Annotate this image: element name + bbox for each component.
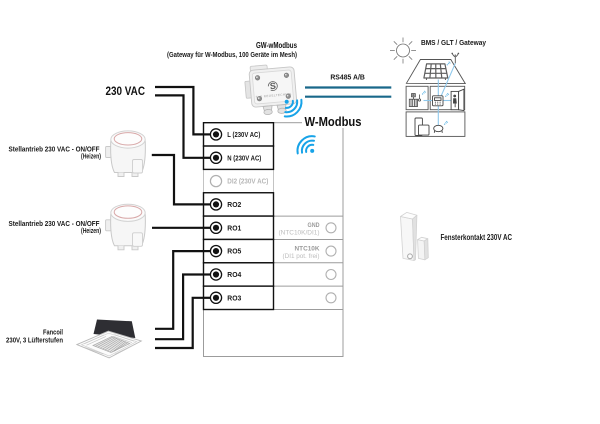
svg-text:BMS / GLT / Gateway: BMS / GLT / Gateway: [421, 38, 487, 47]
svg-text:N (230V AC): N (230V AC): [227, 153, 261, 162]
svg-text:Fensterkontakt 230V AC: Fensterkontakt 230V AC: [441, 233, 513, 242]
svg-text:RO2: RO2: [227, 200, 241, 209]
svg-text:RO3: RO3: [227, 293, 241, 302]
svg-text:(Heizen): (Heizen): [81, 228, 101, 235]
svg-text:RO5: RO5: [227, 247, 241, 256]
svg-text:Stellantrieb 230 VAC - ON/OFF: Stellantrieb 230 VAC - ON/OFF: [9, 219, 100, 228]
svg-text:RO1: RO1: [227, 223, 241, 232]
svg-text:L (230V AC): L (230V AC): [227, 130, 260, 139]
svg-text:S: S: [269, 81, 276, 91]
svg-text:RO4: RO4: [227, 270, 242, 279]
svg-text:NTC10K: NTC10K: [295, 245, 320, 252]
svg-text:(Gateway für W-Modbus, 100 Ger: (Gateway für W-Modbus, 100 Geräte im Mes…: [167, 50, 298, 59]
svg-text:(Heizen): (Heizen): [81, 153, 101, 160]
svg-text:230 VAC: 230 VAC: [106, 86, 146, 98]
svg-text:GW-wModbus: GW-wModbus: [256, 41, 298, 50]
svg-text:GND: GND: [308, 222, 320, 229]
svg-text:DI2 (230V AC): DI2 (230V AC): [227, 177, 268, 186]
svg-text:S+S REGELTECHNIK: S+S REGELTECHNIK: [255, 92, 291, 99]
svg-text:230V, 3 Lüfterstufen: 230V, 3 Lüfterstufen: [6, 336, 63, 345]
svg-text:(DI1 pot. frei): (DI1 pot. frei): [283, 253, 320, 260]
svg-text:(NTC10K/DI1): (NTC10K/DI1): [279, 230, 320, 237]
svg-text:W-Modbus: W-Modbus: [305, 115, 362, 129]
svg-text:Stellantrieb 230 VAC - ON/OFF: Stellantrieb 230 VAC - ON/OFF: [9, 144, 100, 153]
svg-text:Fancoil: Fancoil: [43, 328, 63, 337]
svg-text:RS485 A/B: RS485 A/B: [330, 73, 365, 82]
